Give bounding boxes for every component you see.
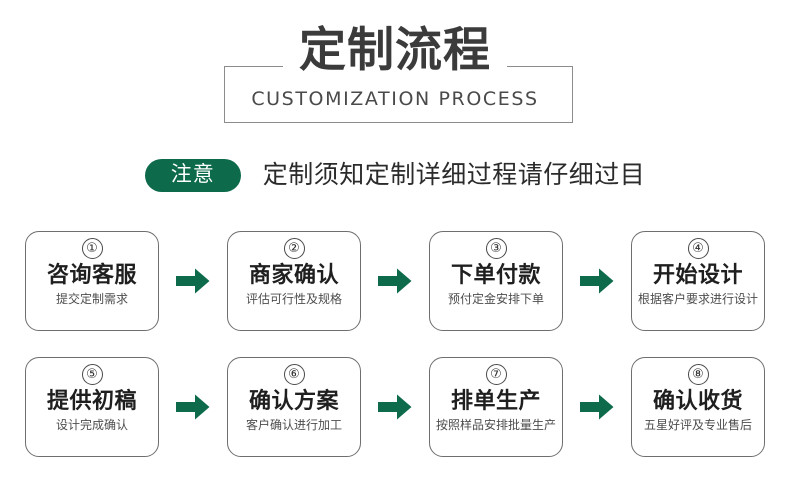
step-title-8: 确认收货 [652, 389, 743, 414]
notice-row: 注意 定制须知定制详细过程请仔细过目 [0, 152, 790, 198]
step-number-1: ① [81, 238, 103, 259]
step-box-4: ④ 开始设计 根据客户要求进行设计 [631, 231, 765, 331]
process-flow-row-2: ⑤ 提供初稿 设计完成确认 ⑥ 确认方案 客户确认进行加工 ⑦ 排单生产 按照样… [25, 357, 765, 457]
arrow-right-icon [378, 268, 412, 294]
step-number-8: ⑧ [687, 364, 709, 385]
step-desc-8: 五星好评及专业售后 [643, 418, 752, 432]
arrow-right-icon [176, 394, 210, 420]
page-header: 定制流程 CUSTOMIZATION PROCESS [0, 0, 790, 140]
step-desc-3: 预付定金安排下单 [447, 292, 544, 306]
step-desc-4: 根据客户要求进行设计 [637, 292, 758, 306]
step-number-7: ⑦ [485, 364, 507, 385]
step-number-5: ⑤ [81, 364, 103, 385]
arrow-right-icon [580, 268, 614, 294]
step-box-3: ③ 下单付款 预付定金安排下单 [429, 231, 563, 331]
step-box-2: ② 商家确认 评估可行性及规格 [227, 231, 361, 331]
page-title: 定制流程 [0, 26, 790, 76]
step-title-4: 开始设计 [652, 263, 743, 288]
step-title-1: 咨询客服 [46, 263, 137, 288]
page-title-text: 定制流程 [283, 26, 507, 76]
step-box-5: ⑤ 提供初稿 设计完成确认 [25, 357, 159, 457]
step-number-3: ③ [485, 238, 507, 259]
step-title-6: 确认方案 [248, 389, 339, 414]
step-box-8: ⑧ 确认收货 五星好评及专业售后 [631, 357, 765, 457]
arrow-right-icon [580, 394, 614, 420]
step-desc-5: 设计完成确认 [55, 418, 128, 432]
step-number-2: ② [283, 238, 305, 259]
arrow-right-icon [378, 394, 412, 420]
step-title-2: 商家确认 [248, 263, 339, 288]
step-desc-6: 客户确认进行加工 [245, 418, 342, 432]
step-box-1: ① 咨询客服 提交定制需求 [25, 231, 159, 331]
step-number-6: ⑥ [283, 364, 305, 385]
step-box-6: ⑥ 确认方案 客户确认进行加工 [227, 357, 361, 457]
notice-badge: 注意 [144, 158, 241, 192]
step-desc-7: 按照样品安排批量生产 [435, 418, 556, 432]
arrow-right-icon [176, 268, 210, 294]
step-title-3: 下单付款 [450, 263, 541, 288]
step-box-7: ⑦ 排单生产 按照样品安排批量生产 [429, 357, 563, 457]
step-number-4: ④ [687, 238, 709, 259]
step-title-7: 排单生产 [450, 389, 541, 414]
process-flow-row-1: ① 咨询客服 提交定制需求 ② 商家确认 评估可行性及规格 ③ 下单付款 预付定… [25, 231, 765, 331]
step-desc-1: 提交定制需求 [55, 292, 128, 306]
process-flow: ① 咨询客服 提交定制需求 ② 商家确认 评估可行性及规格 ③ 下单付款 预付定… [0, 218, 790, 494]
step-desc-2: 评估可行性及规格 [245, 292, 342, 306]
notice-text: 定制须知定制详细过程请仔细过目 [262, 160, 646, 189]
step-title-5: 提供初稿 [46, 389, 137, 414]
page-subtitle: CUSTOMIZATION PROCESS [251, 88, 539, 110]
